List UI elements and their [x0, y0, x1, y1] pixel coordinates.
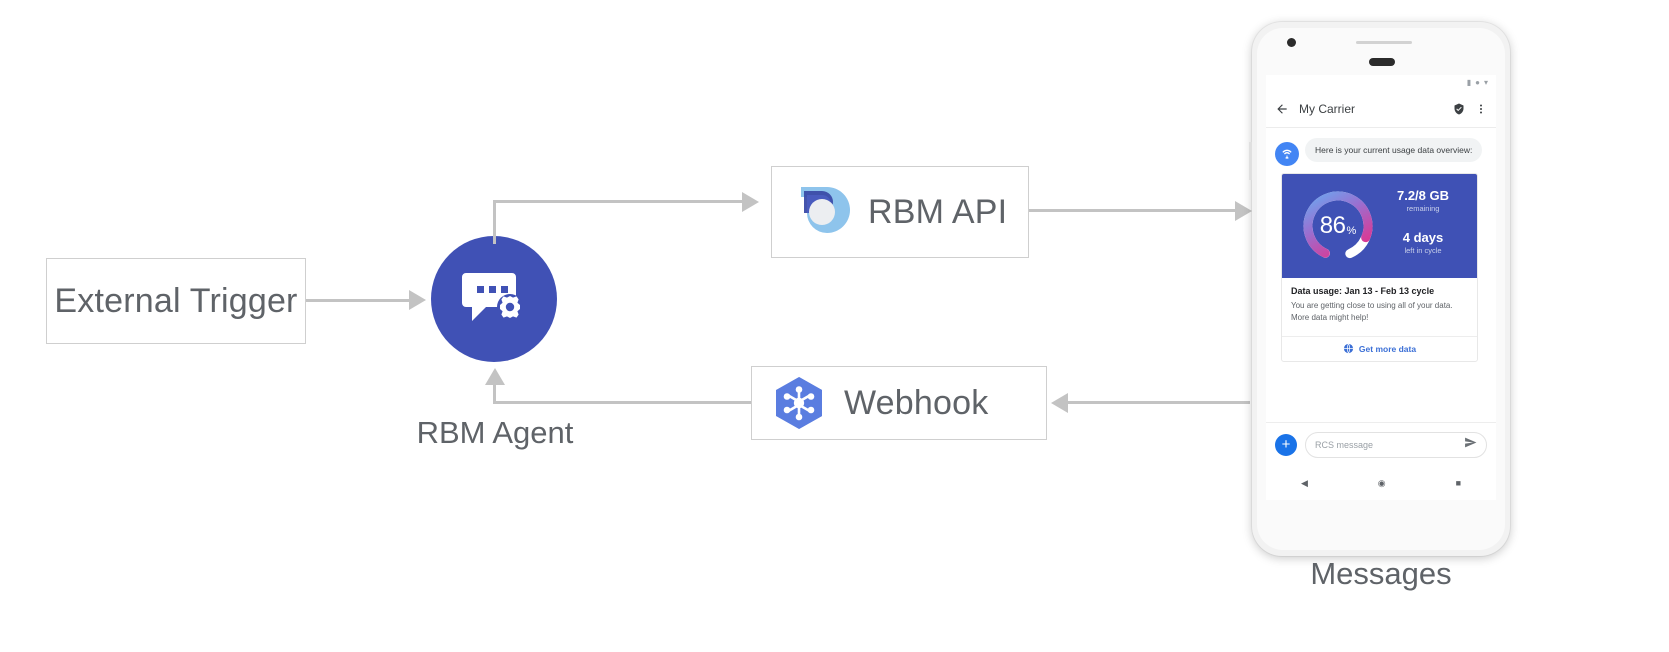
nav-recents-icon[interactable]: ■	[1455, 478, 1462, 488]
get-more-data-button[interactable]: Get more data	[1282, 335, 1477, 361]
phone-top-speaker	[1356, 41, 1412, 44]
get-more-data-label: Get more data	[1358, 344, 1417, 355]
phone-front-camera-icon	[1287, 38, 1296, 47]
battery-icon: ▾	[1483, 78, 1488, 87]
carrier-antenna-icon	[1275, 142, 1299, 166]
plus-icon[interactable]: +	[1275, 433, 1297, 456]
cloud-functions-hexagon-icon	[776, 377, 822, 429]
arrow-api-to-messages-line	[1029, 209, 1235, 212]
phone-device: ▮ ● ▾ My Carrier	[1249, 22, 1510, 556]
stat-data-remaining-label: remaining	[1406, 204, 1440, 214]
messages-caption: Messages	[1310, 556, 1452, 591]
node-rbm-agent[interactable]	[431, 236, 557, 362]
external-trigger-label: External Trigger	[54, 281, 298, 320]
phone-screen: ▮ ● ▾ My Carrier	[1266, 75, 1496, 500]
gauge-percent-value: 86 %	[1298, 186, 1378, 266]
send-icon[interactable]	[1464, 436, 1477, 454]
arrow-agent-to-api-hline	[493, 200, 742, 203]
rcs-message-input[interactable]: RCS message	[1305, 431, 1487, 458]
phone-side-button[interactable]	[1249, 142, 1252, 180]
card-description-line2: More data might help!	[1291, 312, 1369, 322]
data-usage-gauge: 86 %	[1298, 186, 1378, 266]
rbm-agent-caption: RBM Agent	[416, 415, 574, 450]
gauge-percent-number: 86	[1319, 212, 1346, 239]
app-bar-title: My Carrier	[1299, 102, 1355, 116]
stat-days-left-label: left in cycle	[1404, 246, 1442, 255]
rich-card[interactable]: 86 % 7.2/8 GB remaining 4 days left in c…	[1281, 173, 1478, 362]
node-rbm-api[interactable]: RBM API	[771, 166, 1029, 258]
arrow-webhook-to-agent-vline	[493, 384, 496, 402]
incoming-message-bubble: Here is your current usage data overview…	[1305, 138, 1483, 163]
nav-back-icon[interactable]: ◀	[1300, 477, 1308, 488]
signal-icon: ▮	[1466, 78, 1472, 87]
node-webhook[interactable]: Webhook	[751, 366, 1047, 440]
message-composer: + RCS message	[1266, 422, 1496, 466]
card-stats: 7.2/8 GB remaining 4 days left in cycle	[1379, 188, 1467, 257]
card-title: Data usage: Jan 13 - Feb 13 cycle	[1291, 286, 1435, 296]
app-bar: My Carrier	[1266, 91, 1496, 128]
android-nav-bar: ◀ ◉ ■	[1266, 466, 1496, 500]
stat-days-left-value: 4 days	[1402, 229, 1444, 245]
arrow-webhook-to-agent-hline	[493, 401, 751, 404]
more-vert-icon[interactable]	[1475, 103, 1487, 115]
chat-bubble-gear-icon	[462, 273, 523, 321]
rbm-api-label: RBM API	[868, 192, 1008, 231]
rcs-message-placeholder: RCS message	[1315, 439, 1374, 450]
arrow-agent-to-api-vline	[493, 200, 496, 244]
nav-home-icon[interactable]: ◉	[1377, 477, 1386, 488]
card-description-line1: You are getting close to using all of yo…	[1291, 300, 1453, 310]
back-arrow-icon[interactable]	[1275, 102, 1289, 116]
arrow-messages-to-webhook-head	[1051, 393, 1068, 413]
card-hero: 86 % 7.2/8 GB remaining 4 days left in c…	[1282, 174, 1477, 278]
arrow-trigger-to-agent-head	[409, 290, 426, 310]
arrow-webhook-to-agent-head	[485, 368, 505, 385]
arrow-messages-to-webhook-line	[1068, 401, 1250, 404]
rbm-api-logo-icon	[801, 187, 850, 233]
stat-data-remaining-value: 7.2/8 GB	[1396, 188, 1450, 203]
wifi-icon: ●	[1475, 78, 1480, 87]
arrow-api-to-messages-head	[1235, 201, 1252, 221]
verified-shield-icon[interactable]	[1453, 103, 1465, 115]
gauge-percent-symbol: %	[1346, 224, 1357, 237]
node-external-trigger[interactable]: External Trigger	[46, 258, 306, 344]
message-row: Here is your current usage data overview…	[1275, 138, 1487, 166]
webhook-label: Webhook	[844, 383, 989, 422]
card-body: Data usage: Jan 13 - Feb 13 cycle You ar…	[1282, 278, 1477, 330]
phone-earpiece	[1369, 58, 1395, 66]
arrow-agent-to-api-head	[742, 192, 759, 212]
status-bar: ▮ ● ▾	[1266, 75, 1496, 91]
arrow-trigger-to-agent-line	[306, 299, 409, 302]
globe-icon	[1343, 343, 1354, 356]
conversation-thread: Here is your current usage data overview…	[1266, 128, 1496, 440]
